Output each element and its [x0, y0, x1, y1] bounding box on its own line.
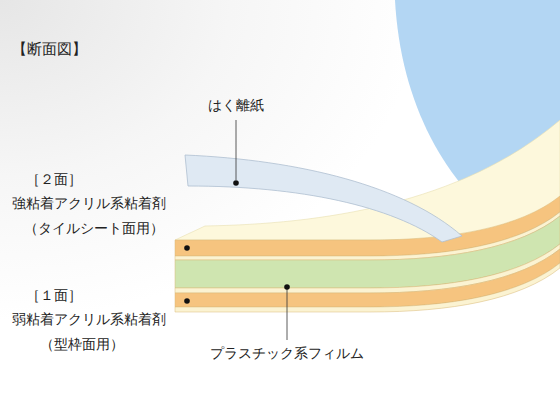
- layer-band: [175, 249, 560, 307]
- leader-dot: [284, 284, 290, 290]
- peeled-release-paper: [185, 155, 462, 242]
- layer-band: [175, 263, 560, 312]
- leader-dot: [184, 245, 190, 251]
- diagram-title: 【断面図】: [12, 40, 87, 58]
- leader-line: [236, 120, 237, 180]
- leader-line: [287, 289, 288, 340]
- layer-bands: [175, 196, 560, 312]
- adhesive-name: 弱粘着アクリル系粘着剤: [12, 310, 166, 328]
- face-label: ［２面］: [26, 170, 82, 188]
- adhesive-name: 強粘着アクリル系粘着剤: [12, 194, 166, 212]
- leader-dot: [184, 298, 190, 304]
- leader-dot: [233, 180, 239, 186]
- usage-note: （型枠面用）: [40, 335, 124, 353]
- face-label: ［１面］: [26, 286, 82, 304]
- usage-note: （タイルシート面用）: [24, 219, 164, 237]
- part-name: プラスチック系フィルム: [210, 344, 364, 362]
- part-name: はく離紙: [208, 96, 264, 114]
